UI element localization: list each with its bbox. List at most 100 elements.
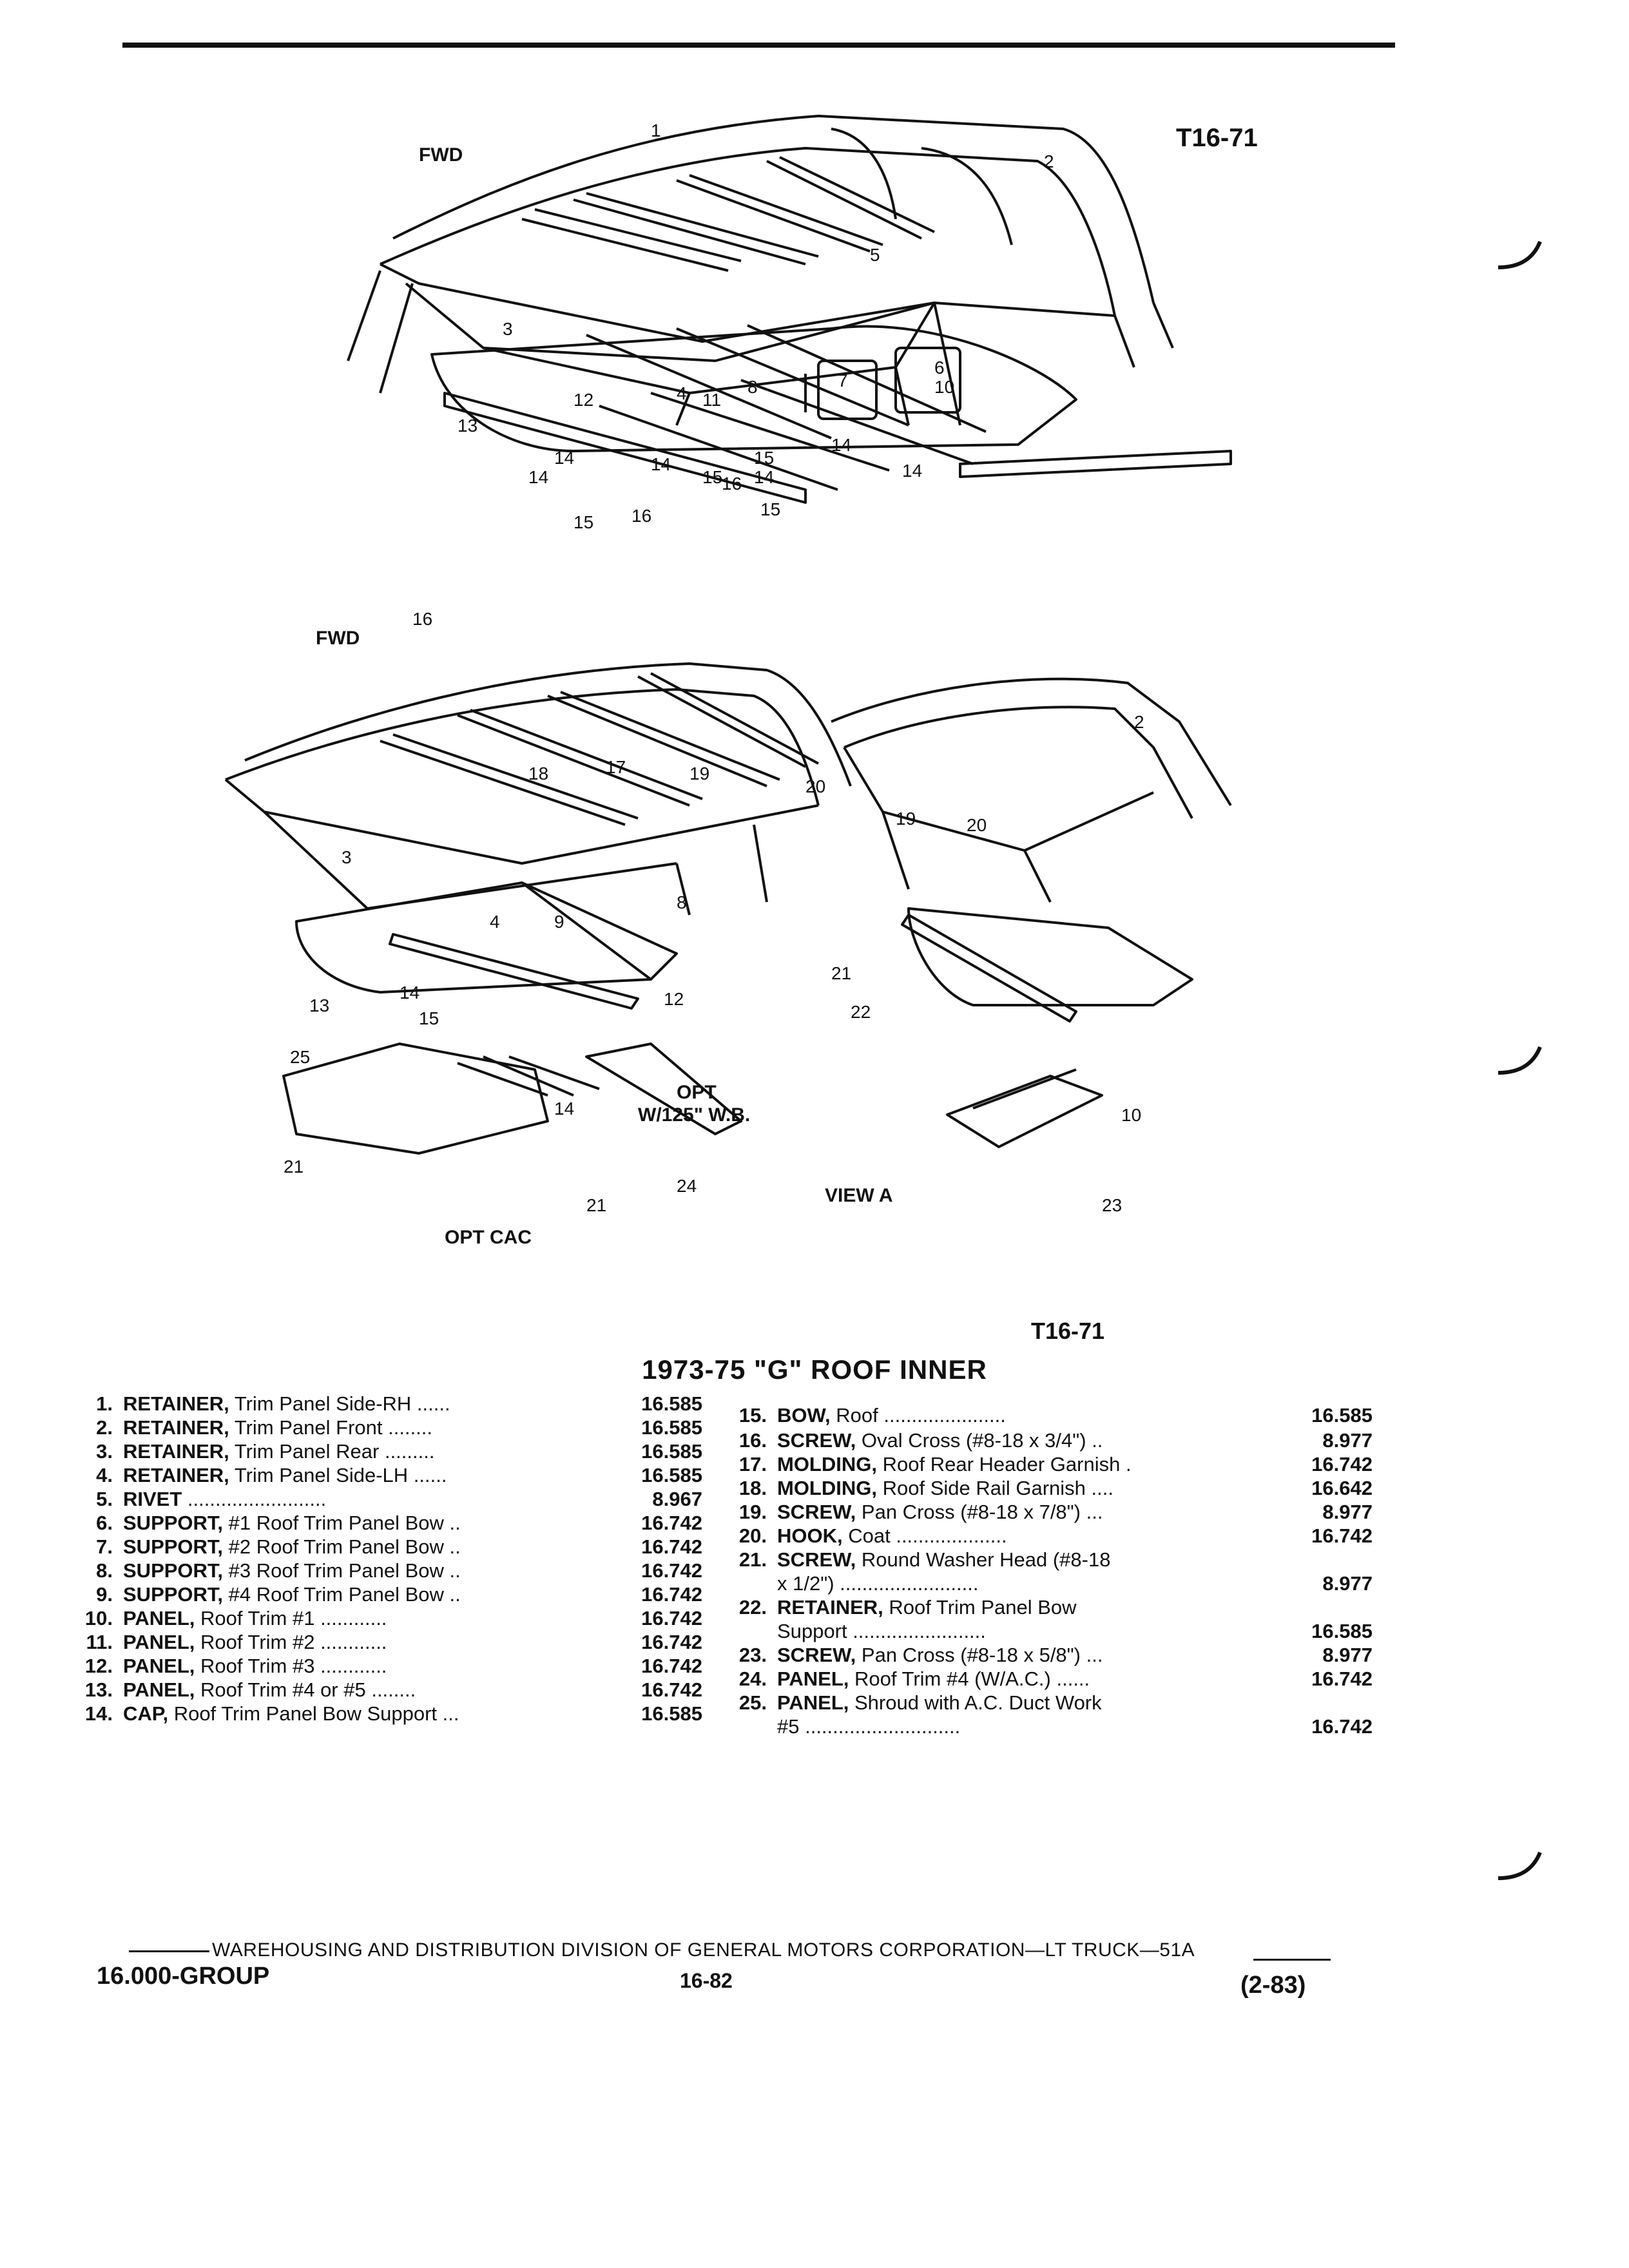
- part-price: 16.742: [641, 1535, 702, 1558]
- part-number: 12.: [84, 1655, 113, 1677]
- part-description: RIVET .........................: [123, 1488, 327, 1510]
- callout-number: 14: [831, 435, 851, 455]
- part-description: SUPPORT, #2 Roof Trim Panel Bow ..: [123, 1535, 461, 1558]
- callout-number: 3: [342, 847, 352, 867]
- punch-mark: [1498, 1046, 1542, 1075]
- illustration-code-bottom: T16-71: [1031, 1318, 1105, 1344]
- part-description: SCREW, Pan Cross (#8-18 x 7/8") ...: [777, 1501, 1103, 1523]
- part-number: 7.: [96, 1535, 113, 1558]
- part-number: 18.: [738, 1477, 767, 1499]
- part-price: 16.742: [1311, 1667, 1373, 1690]
- part-description: PANEL, Roof Trim #4 or #5 ........: [123, 1678, 416, 1701]
- callout-number: 15: [419, 1008, 439, 1028]
- callout-number: 8: [677, 892, 687, 912]
- callout-number: 16: [722, 474, 742, 494]
- callout-number: 14: [754, 467, 774, 487]
- part-description: RETAINER, Trim Panel Side-LH ......: [123, 1464, 447, 1486]
- part-row: 23.SCREW, Pan Cross (#8-18 x 5/8") ...8.…: [722, 1643, 1373, 1667]
- view-a-label: VIEW A: [825, 1185, 893, 1206]
- part-price: 16.742: [1311, 1524, 1373, 1547]
- part-price: 8.977: [1322, 1501, 1373, 1523]
- trim-panels-bottom-left: [282, 881, 742, 1155]
- part-number: 23.: [738, 1644, 767, 1666]
- part-description: PANEL, Roof Trim #4 (W/A.C.) ......: [777, 1667, 1090, 1690]
- callout-number: 20: [967, 815, 987, 835]
- part-price: 16.742: [641, 1607, 702, 1629]
- callout-number: 14: [528, 467, 548, 487]
- part-row: 25.PANEL, Shroud with A.C. Duct Work: [722, 1691, 1373, 1715]
- callout-number: 10: [1121, 1105, 1141, 1125]
- footer-date-rule: [1253, 1959, 1331, 1961]
- part-row: 10.PANEL, Roof Trim #1 ............16.74…: [68, 1606, 702, 1630]
- part-number: 1.: [96, 1392, 113, 1415]
- footer-division: WAREHOUSING AND DISTRIBUTION DIVISION OF…: [129, 1939, 1195, 1961]
- callout-number: 19: [689, 764, 709, 783]
- callout-number: 24: [677, 1176, 697, 1196]
- part-row: 2.RETAINER, Trim Panel Front ........16.…: [68, 1416, 702, 1439]
- part-number: 14.: [84, 1702, 113, 1725]
- part-number: 3.: [96, 1440, 113, 1463]
- part-price: 8.977: [1322, 1572, 1373, 1595]
- part-number: 17.: [738, 1453, 767, 1475]
- part-number: 19.: [738, 1501, 767, 1523]
- part-description: CAP, Roof Trim Panel Bow Support ...: [123, 1702, 459, 1725]
- part-row: 14. CAP, Roof Trim Panel Bow Support ... 1…: [68, 1702, 702, 1725]
- part-price: 16.585: [1311, 1404, 1373, 1427]
- callout-number: 3: [503, 319, 513, 339]
- part-number: 13.: [84, 1678, 113, 1701]
- callout-number: 16: [631, 506, 651, 526]
- callout-number: 4: [490, 912, 500, 932]
- callout-number: 2: [1044, 151, 1054, 171]
- part-price: 16.742: [641, 1631, 702, 1653]
- callout-number: 10: [934, 377, 954, 397]
- part-row: 1.RETAINER, Trim Panel Side-RH ......16.…: [68, 1392, 702, 1416]
- part-row-wrapper: 25.PANEL, Shroud with A.C. Duct Work#5 .…: [722, 1691, 1373, 1738]
- part-price: 16.742: [1311, 1453, 1373, 1475]
- callout-number: 14: [400, 983, 419, 1003]
- part-row: 4.RETAINER, Trim Panel Side-LH ......16.…: [68, 1463, 702, 1487]
- callout-number: 13: [309, 995, 329, 1015]
- part-price: 8.977: [1322, 1429, 1373, 1452]
- callout-number: 4: [677, 383, 687, 403]
- part-price: 16.742: [641, 1678, 702, 1701]
- part-number: 9.: [96, 1583, 113, 1606]
- callout-number: 6: [934, 358, 945, 378]
- part-description: HOOK, Coat ....................: [777, 1524, 1007, 1547]
- part-row-continuation: Support ........................16.585: [777, 1620, 1373, 1642]
- part-description: SCREW, Pan Cross (#8-18 x 5/8") ...: [777, 1644, 1103, 1666]
- part-description: RETAINER, Trim Panel Rear .........: [123, 1440, 435, 1463]
- part-price: 8.967: [652, 1488, 702, 1510]
- part-price: 16.742: [1311, 1715, 1373, 1738]
- callout-number: 14: [554, 1099, 574, 1119]
- part-number: 20.: [738, 1524, 767, 1547]
- callout-number: 22: [851, 1002, 871, 1022]
- part-row: 22.RETAINER, Roof Trim Panel Bow: [722, 1595, 1373, 1619]
- part-price: 16.585: [641, 1702, 702, 1725]
- part-row: 19. SCREW, Pan Cross (#8-18 x 7/8") ... 8.…: [722, 1500, 1373, 1524]
- part-description: SUPPORT, #4 Roof Trim Panel Bow ..: [123, 1583, 461, 1606]
- part-row: 7. SUPPORT, #2 Roof Trim Panel Bow .. 16.7…: [68, 1535, 702, 1559]
- part-description: SUPPORT, #1 Roof Trim Panel Bow ..: [123, 1512, 461, 1534]
- footer-page: 16-82: [680, 1969, 733, 1992]
- part-description: BOW, Roof ......................: [777, 1404, 1006, 1427]
- part-row: 6.SUPPORT, #1 Roof Trim Panel Bow ..16.7…: [68, 1511, 702, 1535]
- part-number: 24.: [738, 1667, 767, 1690]
- part-description: MOLDING, Roof Side Rail Garnish ....: [777, 1477, 1113, 1499]
- part-description: PANEL, Shroud with A.C. Duct Work: [777, 1691, 1102, 1714]
- parts-list-left: 1.RETAINER, Trim Panel Side-RH ......16.…: [68, 1392, 702, 1725]
- part-number: 11.: [86, 1631, 113, 1653]
- part-row: 21.SCREW, Round Washer Head (#8-18: [722, 1548, 1373, 1571]
- callout-number: 8: [747, 377, 758, 397]
- fwd-label-top: FWD: [419, 144, 463, 166]
- part-price: 16.642: [1311, 1477, 1373, 1499]
- callout-number: 2: [1134, 712, 1144, 732]
- part-price: 16.585: [641, 1464, 702, 1486]
- part-row: 16.SCREW, Oval Cross (#8-18 x 3/4") ..8.…: [722, 1428, 1373, 1452]
- opt-label-1: OPT: [677, 1082, 717, 1103]
- part-description: SUPPORT, #3 Roof Trim Panel Bow ..: [123, 1559, 461, 1582]
- part-row-continuation: x 1/2") .........................8.977: [777, 1572, 1373, 1595]
- part-price: 16.585: [641, 1416, 702, 1439]
- callout-number: 15: [754, 448, 774, 468]
